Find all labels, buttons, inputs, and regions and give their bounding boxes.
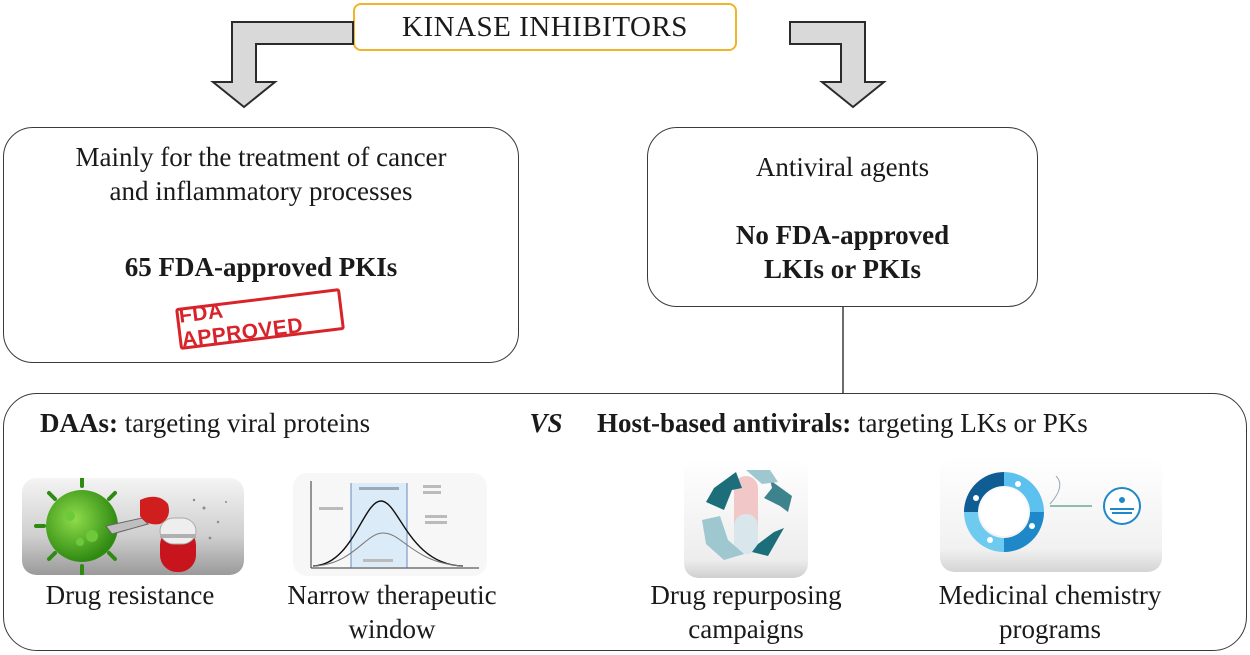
daas-description: targeting viral proteins	[118, 408, 371, 438]
right-box-bold-line2: LKIs or PKIs	[763, 254, 922, 284]
left-box-bold-line: 65 FDA-approved PKIs	[124, 252, 398, 282]
daas-label: DAAs:	[40, 408, 118, 438]
right-box	[647, 127, 1038, 307]
boxing-glove-icon	[105, 496, 169, 535]
host-label: Host-based antivirals:	[597, 408, 852, 438]
daas-heading: DAAs: targeting viral proteins	[40, 408, 500, 439]
caption-medchem-line2: programs	[999, 614, 1101, 644]
title-box: KINASE INHIBITORS	[353, 3, 737, 51]
title-text: KINASE INHIBITORS	[402, 10, 688, 43]
caption-repurposing-line2: campaigns	[688, 614, 804, 644]
left-down-arrow	[210, 21, 354, 109]
virus-icon	[34, 478, 130, 575]
recycle-capsule-icon	[684, 458, 808, 578]
virus-boxing-capsule-icon	[22, 478, 244, 575]
left-box-line2: and inflammatory processes	[109, 176, 413, 206]
right-box-bold-line1: No FDA-approved	[735, 220, 950, 250]
vs-label: VS	[529, 408, 563, 438]
candidate-selection-cycle-icon	[940, 456, 1162, 572]
caption-repurposing-line1: Drug repurposing	[650, 580, 842, 610]
caption-narrow-line2: window	[348, 614, 436, 644]
caption-narrow-line1: Narrow therapeutic	[287, 580, 497, 610]
caption-medchem-line1: Medicinal chemistry	[938, 580, 1162, 610]
host-heading: Host-based antivirals: targeting LKs or …	[597, 408, 1247, 439]
right-down-arrow	[789, 21, 887, 109]
right-box-line1: Antiviral agents	[755, 152, 930, 182]
therapeutic-window-curve-icon	[293, 473, 487, 576]
capsule-icon	[159, 517, 197, 572]
caption-drug-resistance: Drug resistance	[45, 580, 215, 610]
left-box	[3, 127, 519, 363]
host-description: targeting LKs or PKs	[851, 408, 1088, 438]
left-box-line1: Mainly for the treatment of cancer	[75, 142, 447, 172]
